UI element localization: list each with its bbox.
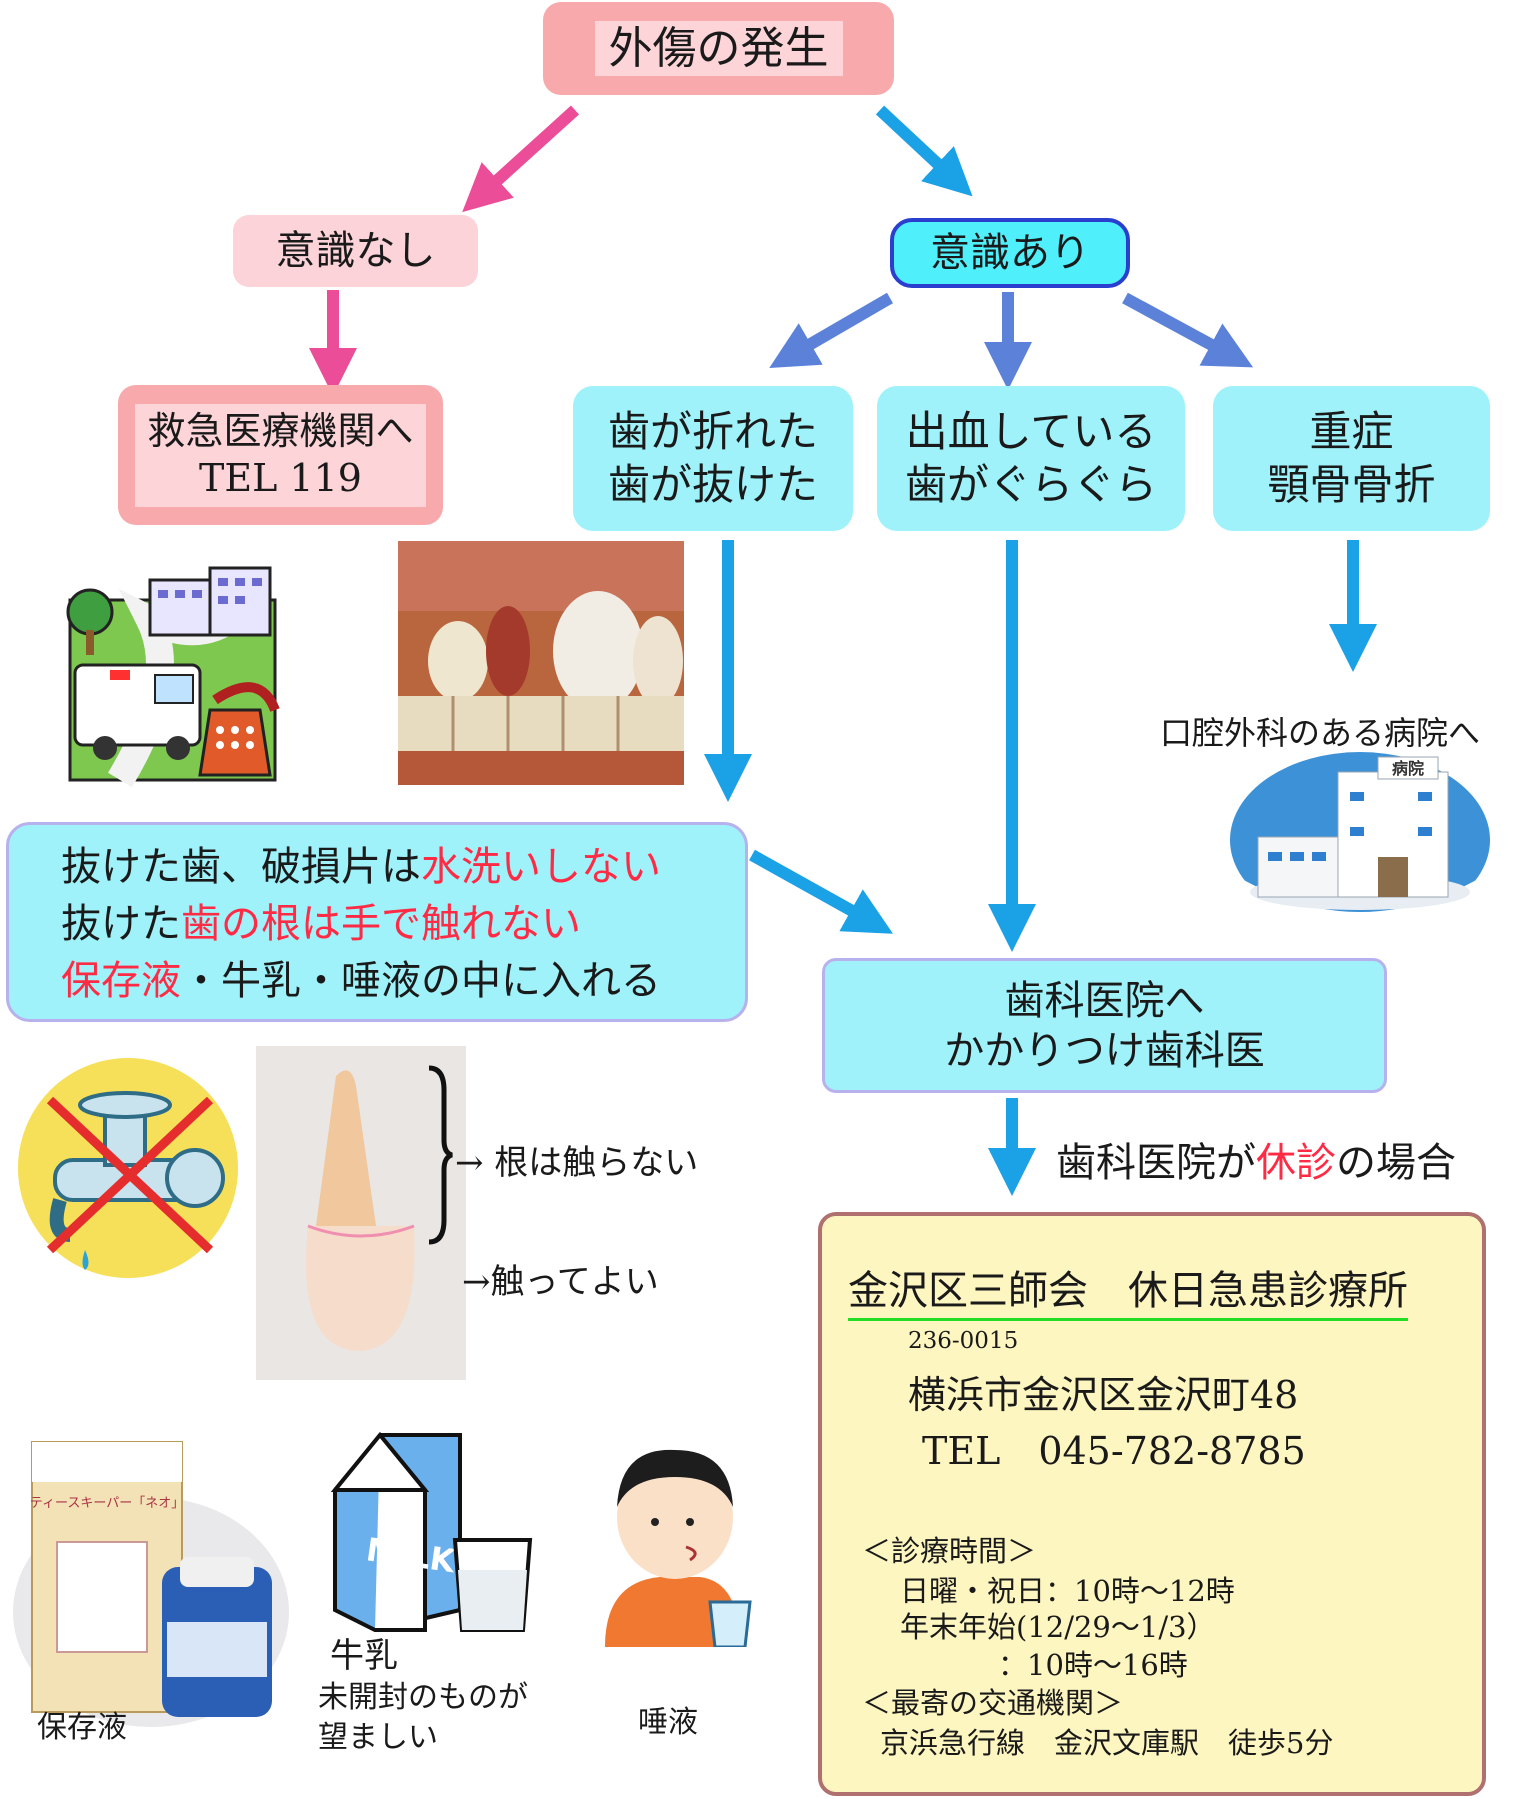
clinic-name: 金沢区三師会 休日急患診療所 xyxy=(848,1258,1408,1321)
clinic-hours-sunday: 日曜・祝日：10時～12時 xyxy=(900,1574,1235,1608)
crown-note: →触ってよい xyxy=(462,1262,659,1302)
bleeding-line2: 歯がぐらぐら xyxy=(904,459,1157,509)
ambulance-illustration xyxy=(66,566,280,788)
arrow-care-to-dental xyxy=(749,849,893,934)
dental-line2: かかりつけ歯科医 xyxy=(944,1027,1265,1074)
saliva-label: 唾液 xyxy=(638,1705,698,1740)
clinic-address: 横浜市金沢区金沢町48 xyxy=(908,1373,1299,1417)
extracted-tooth-photo xyxy=(256,1046,466,1380)
storage-solution-label: 保存液 xyxy=(37,1710,127,1745)
arrow-conscious-to-broken xyxy=(769,292,894,369)
milk-note-line1: 未開封のものが xyxy=(318,1680,528,1715)
severe-line1: 重症 xyxy=(1309,407,1394,456)
care-line1a: 抜けた歯、破損片は xyxy=(61,844,421,890)
care-line3b: ・牛乳・唾液の中に入れる xyxy=(181,958,661,1004)
hospital-sign: 病院 xyxy=(1392,759,1424,778)
milk-note-line2: 望ましい xyxy=(318,1720,438,1755)
clinic-hours-newyear: 年末年始(12/29～1/3） xyxy=(900,1610,1216,1644)
care-box: 抜けた歯、破損片は水洗いしない 抜けた歯の根は手で触れない 保存液・牛乳・唾液の… xyxy=(6,822,748,1022)
arrow-start-to-conscious xyxy=(875,105,973,197)
milk-illustration: MILK xyxy=(330,1431,533,1633)
closed-b: 休診 xyxy=(1256,1140,1336,1186)
start-label: 外傷の発生 xyxy=(594,21,843,76)
care-line1b: 水洗いしない xyxy=(421,844,661,890)
bleeding-line1: 出血している xyxy=(905,407,1157,456)
broken-line2: 歯が抜けた xyxy=(607,459,818,509)
clinic-hours-heading: ＜診療時間＞ xyxy=(862,1534,1037,1568)
solution-package-label: ティースキーパー「ネオ」 xyxy=(30,1496,184,1511)
dental-clinic-box: 歯科医院へ かかりつけ歯科医 xyxy=(822,958,1387,1093)
oral-surgery-label: 口腔外科のある病院へ xyxy=(1160,714,1481,752)
arrow-start-to-unconscious xyxy=(462,105,580,213)
bleeding-box: 出血している 歯がぐらぐら xyxy=(877,386,1185,531)
care-line3a: 保存液 xyxy=(61,958,181,1004)
storage-solution-photo: ティースキーパー「ネオ」 xyxy=(13,1441,289,1727)
conscious-label: 意識あり xyxy=(930,230,1090,276)
conscious-box: 意識あり xyxy=(890,218,1130,288)
severe-box: 重症 顎骨骨折 xyxy=(1213,386,1490,531)
clinic-closed-note: 歯科医院が休診の場合 xyxy=(1056,1130,1456,1188)
no-washing-icon xyxy=(18,1058,238,1278)
broken-tooth-box: 歯が折れた 歯が抜けた xyxy=(573,386,853,531)
closed-a: 歯科医院が xyxy=(1056,1140,1256,1186)
broken-line1: 歯が折れた xyxy=(607,407,818,456)
clinic-access: 京浜急行線 金沢文庫駅 徒歩5分 xyxy=(880,1726,1334,1760)
care-line2a: 抜けた xyxy=(61,901,181,947)
closed-c: の場合 xyxy=(1336,1140,1456,1186)
emergency-line1: 救急医療機関へ xyxy=(147,408,414,453)
emergency-box: 救急医療機関へ TEL 119 xyxy=(118,385,443,525)
root-note: → 根は触らない xyxy=(455,1143,699,1183)
missing-tooth-photo xyxy=(398,541,684,785)
start-box: 外傷の発生 xyxy=(543,2,894,95)
root-bracket xyxy=(428,1065,453,1245)
milk-label: 牛乳 xyxy=(330,1636,398,1676)
unconscious-box: 意識なし xyxy=(233,215,478,287)
clinic-postal: 236-0015 xyxy=(908,1328,1019,1354)
arrow-conscious-to-severe xyxy=(1122,292,1254,368)
clinic-tel: TEL 045-782-8785 xyxy=(922,1429,1306,1473)
severe-line2: 顎骨骨折 xyxy=(1267,459,1436,509)
holiday-clinic-box: 金沢区三師会 休日急患診療所 236-0015 横浜市金沢区金沢町48 TEL … xyxy=(818,1212,1486,1796)
hospital-illustration: 病院 xyxy=(1230,752,1490,932)
emergency-tel: TEL 119 xyxy=(199,456,362,500)
saliva-illustration xyxy=(605,1449,752,1647)
clinic-access-heading: ＜最寄の交通機関＞ xyxy=(862,1686,1124,1720)
clinic-hours-newyear-time: ：10時～16時 xyxy=(998,1648,1188,1682)
dental-line1: 歯科医院へ xyxy=(1004,977,1205,1024)
care-line2b: 歯の根は手で触れない xyxy=(181,901,581,947)
unconscious-label: 意識なし xyxy=(275,228,436,274)
